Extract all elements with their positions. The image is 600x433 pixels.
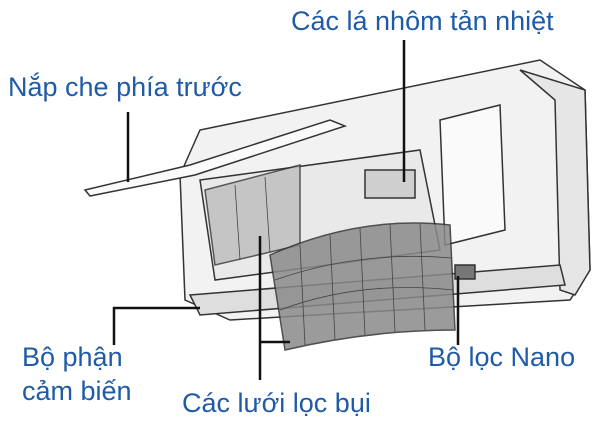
aluminum-fins (364, 169, 416, 199)
control-box (439, 104, 506, 246)
label-sensor-line1: Bộ phận (22, 342, 123, 372)
filter-mesh-lines (234, 176, 454, 346)
label-front-cover: Nắp che phía trước (8, 72, 242, 102)
label-aluminum-fins: Các lá nhôm tản nhiệt (291, 6, 554, 36)
leader-lines (112, 40, 460, 380)
label-sensor-line2: cảm biến (22, 376, 132, 406)
side-panel (519, 69, 591, 296)
nano-filter-part (454, 264, 476, 280)
label-nano-filter: Bộ lọc Nano (428, 342, 576, 372)
label-dust-filters: Các lưới lọc bụi (182, 388, 371, 418)
front-cover (83, 119, 348, 197)
